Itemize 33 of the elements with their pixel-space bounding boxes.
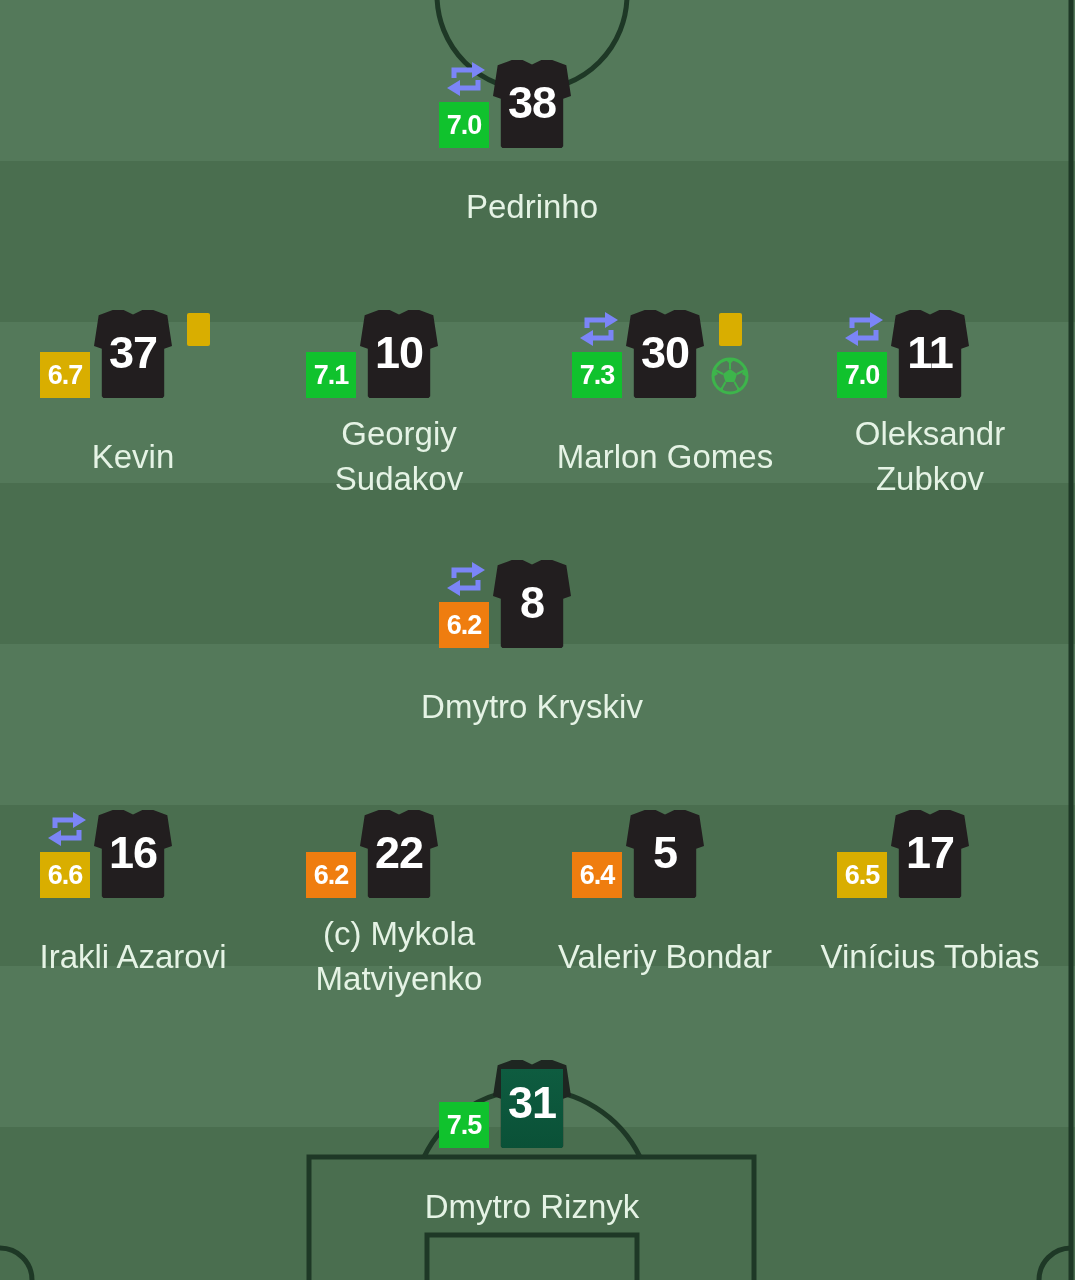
shirt-number: 5 <box>653 829 677 875</box>
rating-badge: 7.0 <box>439 102 489 148</box>
player-name: Valeriy Bondar <box>557 936 773 977</box>
rating-badge: 6.7 <box>40 352 90 398</box>
player-name: Kevin <box>91 436 175 477</box>
rating-badge: 6.2 <box>306 852 356 898</box>
player-name: Vinícius Tobias <box>820 936 1040 977</box>
rating-badge: 6.4 <box>572 852 622 898</box>
rating-badge: 6.6 <box>40 852 90 898</box>
shirt-number: 17 <box>905 829 955 875</box>
shirt-number: 8 <box>520 579 544 625</box>
rating-badge: 7.1 <box>306 352 356 398</box>
player-name: Georgiy Sudakov <box>334 414 464 499</box>
shirt-number: 37 <box>108 329 158 375</box>
shirt-number: 16 <box>108 829 158 875</box>
rating-badge: 7.5 <box>439 1102 489 1148</box>
player-name: Marlon Gomes <box>556 436 774 477</box>
player-name: Pedrinho <box>465 186 599 227</box>
rating-badge: 7.3 <box>572 352 622 398</box>
shirt-number: 22 <box>374 829 424 875</box>
shirt-number: 38 <box>507 79 557 125</box>
shirt-number: 31 <box>507 1079 557 1125</box>
player-name: Dmytro Kryskiv <box>420 686 644 727</box>
rating-badge: 7.0 <box>837 352 887 398</box>
player-name: Dmytro Riznyk <box>424 1186 640 1227</box>
shirt-number: 30 <box>640 329 690 375</box>
player-name: Oleksandr Zubkov <box>854 414 1006 499</box>
player-name: (c) Mykola Matviyenko <box>315 914 483 999</box>
player-name: Irakli Azarovi <box>38 936 228 977</box>
shirt-number: 10 <box>374 329 424 375</box>
rating-badge: 6.5 <box>837 852 887 898</box>
shirt-number: 11 <box>907 329 953 375</box>
rating-badge: 6.2 <box>439 602 489 648</box>
